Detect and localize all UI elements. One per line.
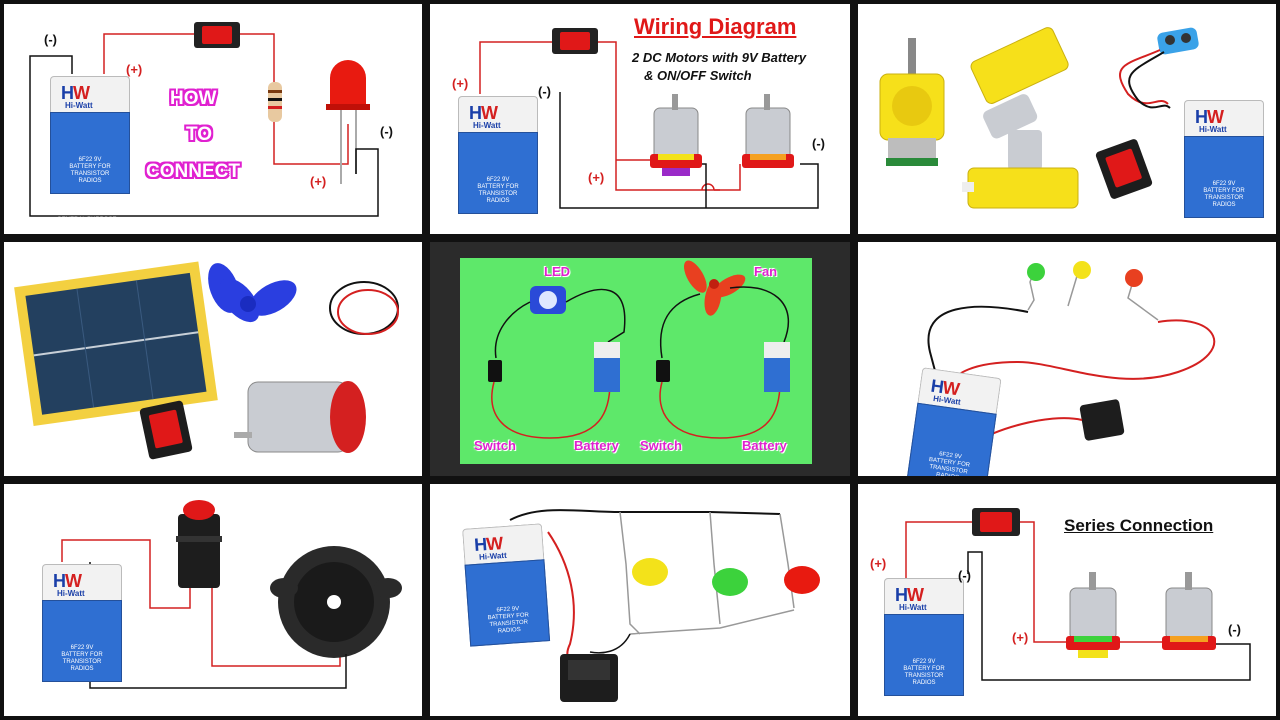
fan-propeller-red <box>683 260 746 316</box>
label-fan: Fan <box>754 264 778 279</box>
label-minus: (-) <box>538 84 551 99</box>
switch <box>1079 399 1125 441</box>
push-button <box>176 500 222 588</box>
wire-coil <box>329 281 399 335</box>
rocker-switch <box>139 400 193 460</box>
solar-components-illustration <box>14 261 399 460</box>
three-led-illustration <box>927 261 1216 443</box>
diagram-subtitle: & ON/OFF Switch <box>644 68 752 83</box>
red-led <box>784 566 820 594</box>
label-plus: (+) <box>1012 630 1029 645</box>
label-minus: (-) <box>380 124 393 139</box>
battery-snap <box>1119 27 1199 109</box>
label-plus: (+) <box>310 174 327 189</box>
yellow-led <box>632 558 668 586</box>
switch <box>488 360 502 382</box>
red-led <box>330 60 366 104</box>
dc-motor <box>650 94 702 176</box>
label-switch: Switch <box>474 438 516 453</box>
green-led <box>1027 263 1045 281</box>
rocker-switch <box>560 654 618 702</box>
dc-motor <box>1066 572 1120 658</box>
label-minus: (-) <box>1228 622 1241 637</box>
dc-motor <box>234 381 366 453</box>
switch <box>656 360 670 382</box>
two-motor-drawing <box>479 28 819 209</box>
label-led: LED <box>544 264 570 279</box>
buzzer-circuit-drawing <box>61 500 402 689</box>
label-minus: (-) <box>44 32 57 47</box>
dc-motor <box>1162 572 1216 650</box>
label-plus: (+) <box>452 76 469 91</box>
green-led <box>712 568 748 596</box>
how-to-word: CONNECT <box>146 161 240 182</box>
resistor <box>268 82 282 122</box>
series-title: Series Connection <box>1064 516 1214 535</box>
yellow-led <box>1073 261 1091 279</box>
series-motor-drawing <box>905 508 1251 681</box>
gear-motor-tt <box>962 130 1079 209</box>
label-plus: (+) <box>126 62 143 77</box>
label-battery: Battery <box>574 438 619 453</box>
how-to-word: HOW <box>170 88 217 109</box>
components-illustration <box>879 27 1199 209</box>
gear-motor-yellow <box>879 38 945 166</box>
parallel-led-illustration <box>509 509 820 702</box>
red-led <box>1125 269 1143 287</box>
rocker-switch <box>1095 139 1153 199</box>
fan-propeller <box>208 263 297 323</box>
diagram-title: Wiring Diagram <box>634 14 797 39</box>
label-plus: (+) <box>588 170 605 185</box>
solar-panel <box>14 261 218 427</box>
green-board-illustration <box>460 258 812 464</box>
buzzer <box>270 546 402 658</box>
label-minus: (-) <box>812 136 825 151</box>
how-to-word: TO <box>186 124 213 145</box>
gear-motor-tt <box>970 27 1069 139</box>
panel-components-solar <box>4 242 422 476</box>
label-minus: (-) <box>958 568 971 583</box>
dc-motor <box>742 94 794 168</box>
panel-green-board: LED Fan Switch Battery Switch Battery <box>430 242 850 476</box>
label-switch: Switch <box>640 438 682 453</box>
led-module <box>530 286 566 314</box>
diagram-subtitle: 2 DC Motors with 9V Battery <box>632 50 807 65</box>
label-battery: Battery <box>742 438 787 453</box>
label-plus: (+) <box>870 556 887 571</box>
led-circuit-drawing <box>29 22 379 217</box>
